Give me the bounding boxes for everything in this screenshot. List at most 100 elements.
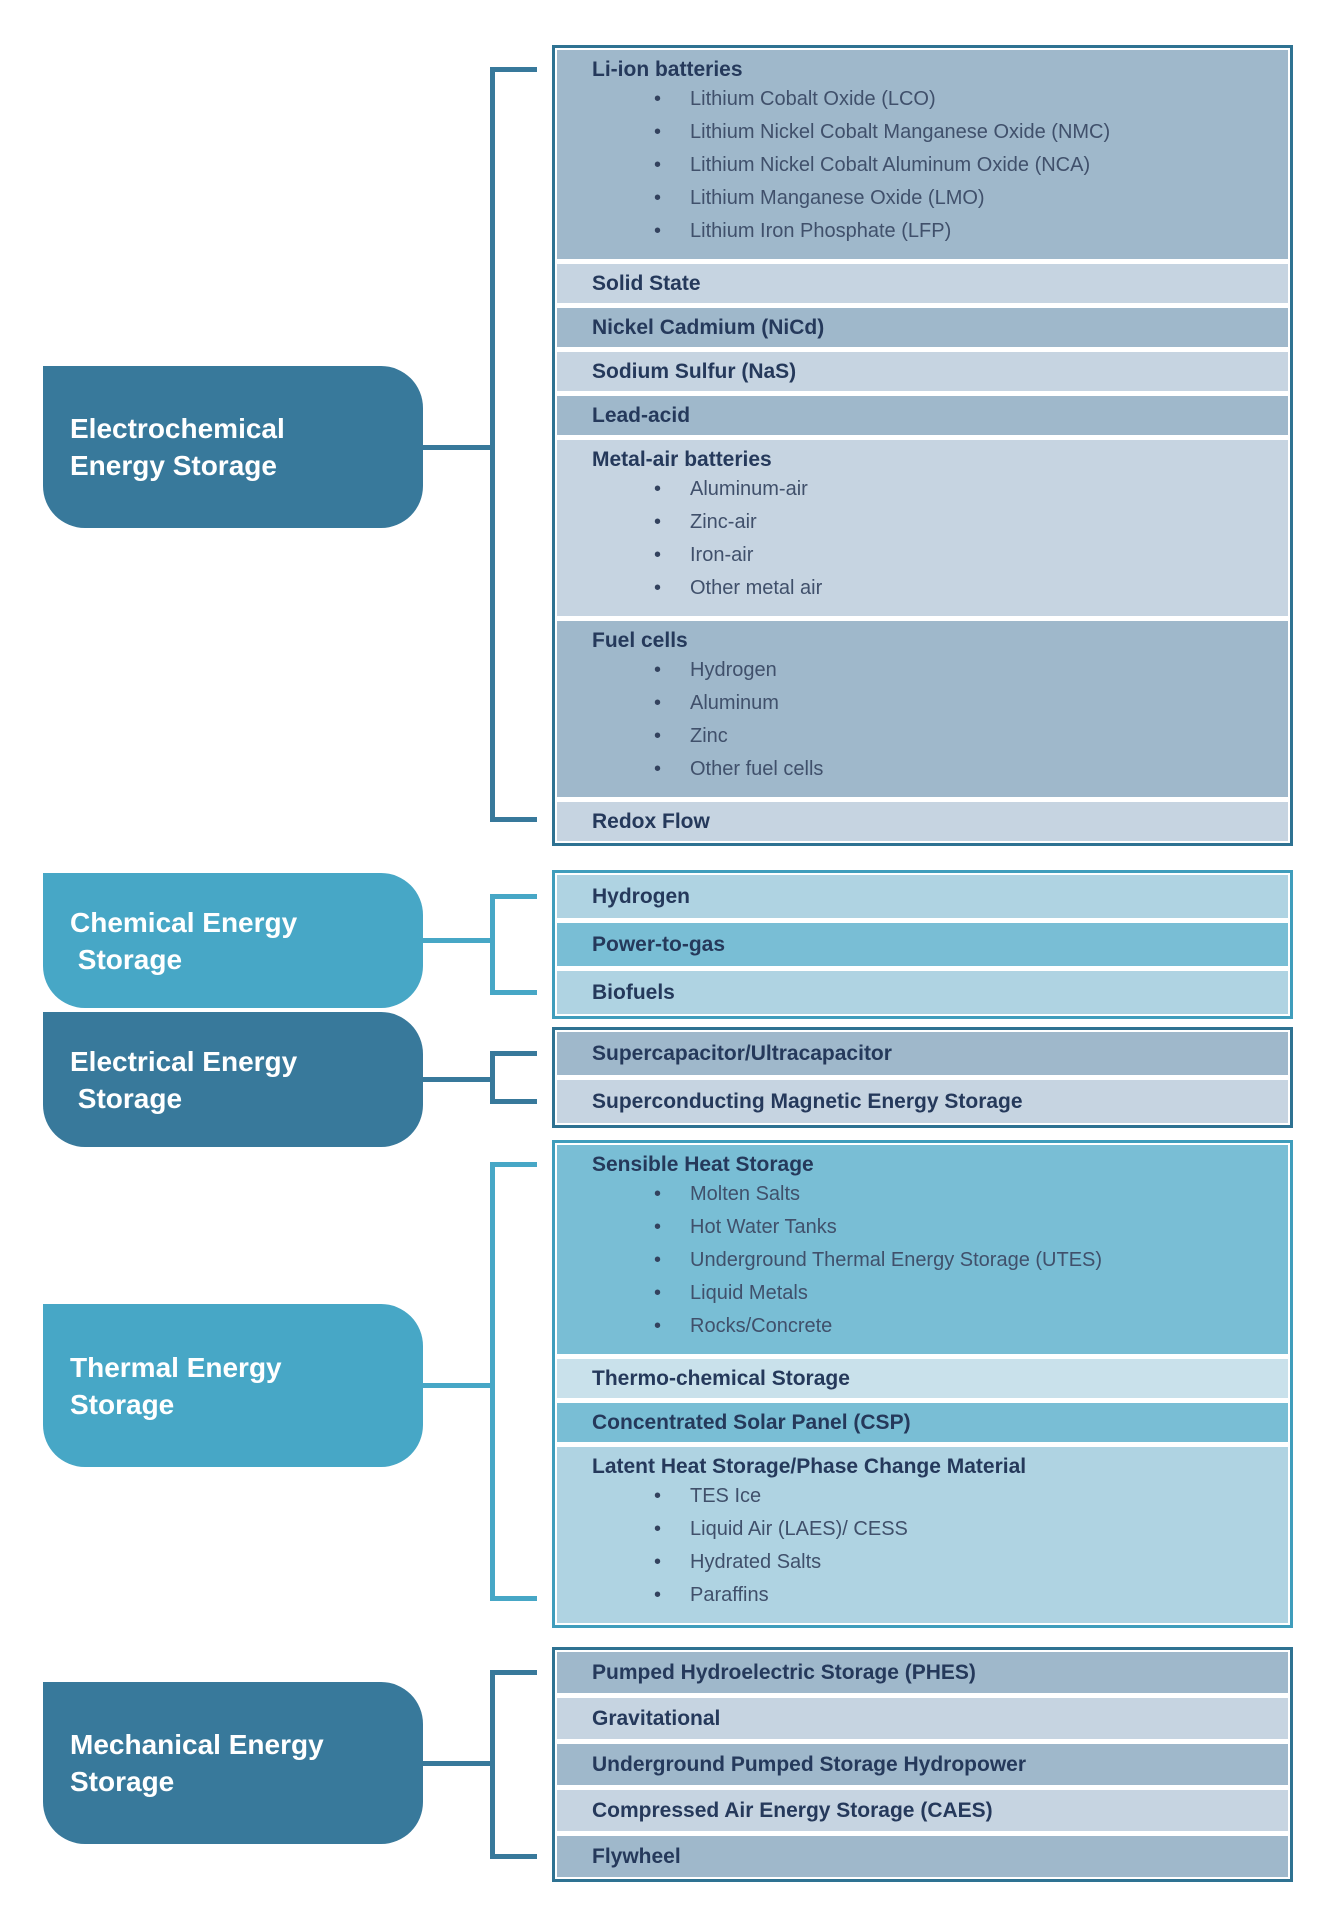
row-title: Biofuels [592, 981, 675, 1004]
row-title: Latent Heat Storage/Phase Change Materia… [592, 1455, 1027, 1478]
bullet-item: Liquid Air (LAES)/ CESS [592, 1513, 1268, 1546]
bracket [490, 1051, 537, 1104]
bracket [490, 1670, 537, 1859]
row-title: Gravitational [592, 1707, 721, 1730]
tech-row: Fuel cellsHydrogenAluminumZincOther fuel… [557, 621, 1288, 797]
row-title: Compressed Air Energy Storage (CAES) [592, 1799, 993, 1822]
tech-rows: Sensible Heat StorageMolten SaltsHot Wat… [555, 1143, 1290, 1625]
tech-row: Thermo-chemical Storage [557, 1359, 1288, 1398]
bullet-item: Paraffins [592, 1579, 1268, 1612]
row-title: Concentrated Solar Panel (CSP) [592, 1411, 911, 1434]
bullet-list: HydrogenAluminumZincOther fuel cells [592, 654, 1268, 786]
bullet-item: Molten Salts [592, 1178, 1268, 1211]
row-title: Pumped Hydroelectric Storage (PHES) [592, 1661, 976, 1684]
category-label: Mechanical Energy Storage [70, 1729, 324, 1797]
bullet-item: Other metal air [592, 572, 1268, 605]
tech-row: Latent Heat Storage/Phase Change Materia… [557, 1447, 1288, 1623]
tech-list-container-mechanical: Pumped Hydroelectric Storage (PHES) Gravi… [552, 1647, 1293, 1882]
category-label: Chemical Energy Storage [70, 906, 298, 975]
bullet-list: Molten SaltsHot Water TanksUnderground T… [592, 1178, 1268, 1343]
bullet-item: TES Ice [592, 1480, 1268, 1513]
box-connector-line [422, 444, 495, 450]
tech-list-container-thermal: Sensible Heat StorageMolten SaltsHot Wat… [552, 1140, 1293, 1628]
category-label: Thermal Energy Storage [70, 1351, 282, 1420]
category-label: Electrical Energy Storage [70, 1045, 298, 1114]
bullet-item: Aluminum-air [592, 473, 1268, 506]
row-title: Metal-air batteries [592, 448, 772, 471]
tech-row: Sensible Heat StorageMolten SaltsHot Wat… [557, 1145, 1288, 1354]
bullet-item: Hot Water Tanks [592, 1211, 1268, 1244]
bullet-item: Underground Thermal Energy Storage (UTES… [592, 1244, 1268, 1277]
row-title: Power-to-gas [592, 933, 726, 956]
bullet-item: Other fuel cells [592, 753, 1268, 786]
tech-list-container-electrochemical: Li-ion batteriesLithium Cobalt Oxide (LC… [552, 45, 1293, 846]
tech-row: Gravitational [557, 1698, 1288, 1739]
row-title: Sensible Heat Storage [592, 1153, 814, 1176]
row-title: Hydrogen [592, 885, 691, 908]
row-title: Sodium Sulfur (NaS) [592, 360, 797, 383]
row-title: Solid State [592, 272, 701, 295]
bullet-list: TES IceLiquid Air (LAES)/ CESSHydrated S… [592, 1480, 1268, 1612]
row-title: Thermo-chemical Storage [592, 1367, 850, 1390]
tech-row: Hydrogen [557, 875, 1288, 918]
bracket [490, 67, 537, 822]
tech-row: Solid State [557, 264, 1288, 303]
tech-row: Underground Pumped Storage Hydropower [557, 1744, 1288, 1785]
bullet-item: Aluminum [592, 687, 1268, 720]
bullet-item: Lithium Iron Phosphate (LFP) [592, 215, 1268, 248]
row-title: Lead-acid [592, 404, 691, 427]
tech-row: Redox Flow [557, 802, 1288, 841]
box-connector-line [422, 938, 495, 943]
category-box-electrical: Electrical Energy Storage [43, 1012, 423, 1147]
row-title: Supercapacitor/Ultracapacitor [592, 1042, 892, 1065]
row-title: Flywheel [592, 1845, 681, 1868]
bullet-item: Hydrogen [592, 654, 1268, 687]
row-title: Superconducting Magnetic Energy Storage [592, 1090, 1023, 1113]
tech-row: Compressed Air Energy Storage (CAES) [557, 1790, 1288, 1831]
box-connector-line [422, 1383, 495, 1388]
row-title: Fuel cells [592, 629, 688, 652]
row-title: Redox Flow [592, 810, 710, 833]
tech-row: Sodium Sulfur (NaS) [557, 352, 1288, 391]
category-box-electrochemical: Electrochemical Energy Storage [43, 366, 423, 528]
bullet-item: Rocks/Concrete [592, 1310, 1268, 1343]
bullet-item: Lithium Cobalt Oxide (LCO) [592, 83, 1268, 116]
category-label: Electrochemical Energy Storage [70, 413, 285, 481]
bracket [490, 1162, 537, 1601]
tech-row: Power-to-gas [557, 923, 1288, 966]
tech-row: Concentrated Solar Panel (CSP) [557, 1403, 1288, 1442]
bullet-list: Aluminum-airZinc-airIron-airOther metal … [592, 473, 1268, 605]
bullet-item: Lithium Nickel Cobalt Manganese Oxide (N… [592, 116, 1268, 149]
bullet-item: Lithium Nickel Cobalt Aluminum Oxide (NC… [592, 149, 1268, 182]
category-box-chemical: Chemical Energy Storage [43, 873, 423, 1008]
tech-row: Pumped Hydroelectric Storage (PHES) [557, 1652, 1288, 1693]
row-title: Li-ion batteries [592, 58, 743, 81]
row-title: Nickel Cadmium (NiCd) [592, 316, 825, 339]
tech-row: Metal-air batteriesAluminum-airZinc-airI… [557, 440, 1288, 616]
bullet-list: Lithium Cobalt Oxide (LCO)Lithium Nickel… [592, 83, 1268, 248]
category-box-mechanical: Mechanical Energy Storage [43, 1682, 423, 1844]
bullet-item: Zinc-air [592, 506, 1268, 539]
tech-row: Lead-acid [557, 396, 1288, 435]
row-title: Underground Pumped Storage Hydropower [592, 1753, 1027, 1776]
category-box-thermal: Thermal Energy Storage [43, 1304, 423, 1467]
tech-row: Nickel Cadmium (NiCd) [557, 308, 1288, 347]
bracket [490, 894, 537, 995]
tech-row: Superconducting Magnetic Energy Storage [557, 1080, 1288, 1123]
bullet-item: Iron-air [592, 539, 1268, 572]
tech-row: Li-ion batteriesLithium Cobalt Oxide (LC… [557, 50, 1288, 259]
tech-rows: Pumped Hydroelectric Storage (PHES) Gravi… [555, 1650, 1290, 1879]
box-connector-line [422, 1077, 495, 1082]
bullet-item: Hydrated Salts [592, 1546, 1268, 1579]
tech-rows: Li-ion batteriesLithium Cobalt Oxide (LC… [555, 48, 1290, 843]
tech-row: Flywheel [557, 1836, 1288, 1877]
box-connector-line [422, 1760, 495, 1766]
bullet-item: Liquid Metals [592, 1277, 1268, 1310]
tech-row: Biofuels [557, 971, 1288, 1014]
bullet-item: Zinc [592, 720, 1268, 753]
